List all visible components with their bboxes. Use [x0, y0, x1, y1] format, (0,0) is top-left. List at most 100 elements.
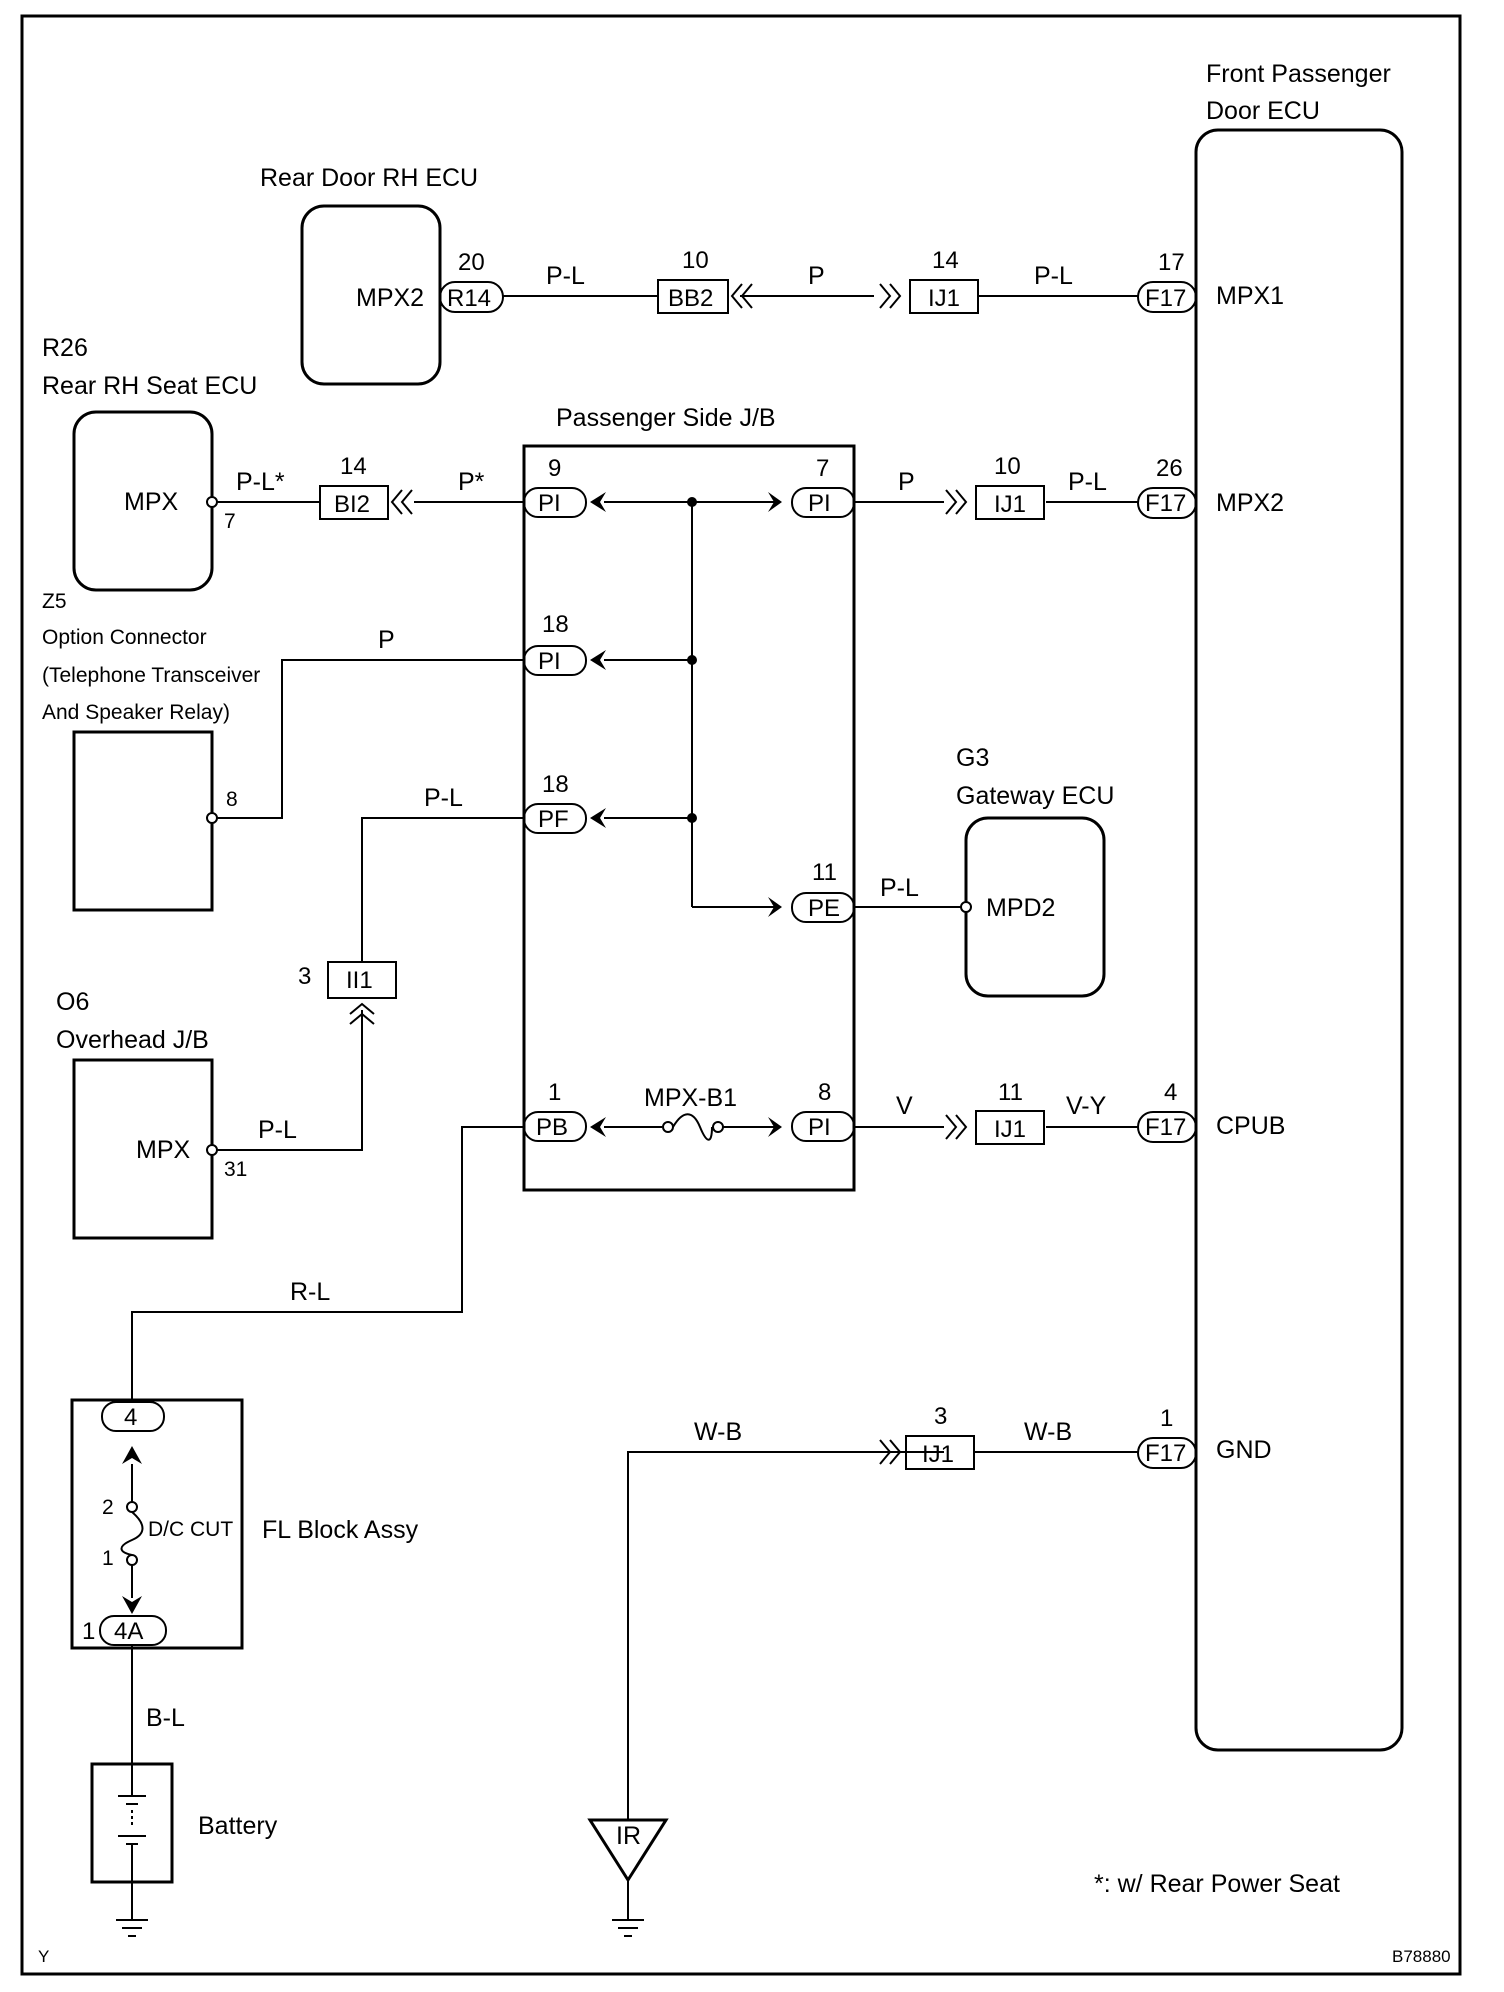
wire-color-label: P-L*: [236, 468, 285, 496]
connector-ii1-pin: 3: [298, 963, 311, 990]
gateway-ecu-pin: MPD2: [986, 894, 1055, 922]
passenger-side-jb-title: Passenger Side J/B: [556, 404, 776, 432]
connector-f17-4-pin: 4: [1164, 1079, 1177, 1106]
connector-pb-1: PB 1: [523, 1079, 606, 1142]
connector-pi-9-name: PI: [538, 490, 561, 517]
connector-pi-18: PI 18: [523, 611, 606, 676]
connector-f17-26-name: F17: [1145, 490, 1186, 517]
front-passenger-door-ecu-title-2: Door ECU: [1206, 97, 1320, 125]
wire-color-label: P*: [458, 468, 485, 496]
wire-color-label: P-L: [424, 784, 463, 812]
fl-block-bottom-conn: 4A: [114, 1618, 143, 1645]
ground-ir-label: IR: [616, 1822, 641, 1850]
fl-block-fuse-pin-2: 2: [102, 1496, 114, 1519]
option-connector-title-1: Option Connector: [42, 626, 207, 649]
connector-ij1-14-pin: 14: [932, 247, 959, 274]
connector-ii1: II1 3: [298, 961, 397, 1025]
wire-color-label: B-L: [146, 1704, 185, 1732]
corner-code-right: B78880: [1392, 1947, 1451, 1966]
connector-f17-4: F17 4: [1137, 1079, 1197, 1143]
connector-bi2: BI2 14: [319, 453, 413, 520]
rear-rh-seat-ecu-pin: MPX: [124, 488, 179, 516]
connector-pi-18-name: PI: [538, 648, 561, 675]
option-connector-title-2: (Telephone Transceiver: [42, 664, 260, 687]
connector-ij1-10-pin: 10: [994, 453, 1021, 480]
connector-bb2: BB2 10: [657, 247, 753, 314]
connector-bi2-name: BI2: [334, 491, 370, 518]
connector-pe-11-name: PE: [808, 895, 840, 922]
rear-door-rh-ecu-title: Rear Door RH ECU: [260, 164, 478, 192]
connector-pi-8-name: PI: [808, 1114, 831, 1141]
ecu-pin-mpx1: MPX1: [1216, 282, 1284, 310]
option-connector-code: Z5: [42, 590, 67, 613]
connector-f17-1: F17 1: [1137, 1405, 1197, 1469]
connector-pe-11-pin: 11: [812, 859, 837, 886]
connector-ij1-10-name: IJ1: [994, 491, 1026, 518]
connector-f17-17: F17 17: [1137, 249, 1197, 313]
connector-ij1-10: IJ1 10: [945, 453, 1045, 520]
connector-r14-name: R14: [447, 285, 491, 312]
connector-ij1-14: IJ1 14: [879, 247, 979, 314]
battery: Battery: [90, 1762, 278, 1920]
overhead-jb-title: Overhead J/B: [56, 1026, 209, 1054]
passenger-side-jb: Passenger Side J/B: [522, 404, 856, 1192]
connector-pf-18-pin: 18: [542, 771, 569, 798]
fl-block-top-conn: 4: [124, 1404, 137, 1431]
fl-block-assy: 4 4A 1 2 1 D/C CUT FL Block Assy: [70, 1398, 419, 1650]
wire-color-label: P: [898, 468, 915, 496]
ecu-pin-cpub: CPUB: [1216, 1112, 1285, 1140]
battery-title: Battery: [198, 1812, 278, 1840]
connector-pi-9: PI 9: [523, 455, 606, 518]
rear-rh-seat-ecu-title: Rear RH Seat ECU: [42, 372, 257, 400]
overhead-jb-pin: MPX: [136, 1136, 191, 1164]
rear-rh-seat-ecu: R26 Rear RH Seat ECU MPX 7: [42, 334, 257, 592]
option-connector-pin-no: 8: [226, 788, 238, 811]
connector-ij1-3-name: IJ1: [922, 1441, 954, 1468]
connector-pi-8: PI 8: [768, 1079, 855, 1142]
wire-color-label: P: [378, 626, 395, 654]
connector-pi-7: PI 7: [768, 455, 855, 518]
wire-color-label: W-B: [1024, 1418, 1072, 1446]
connector-pi-7-pin: 7: [816, 455, 829, 482]
page-frame: [20, 14, 1462, 1976]
connector-pf-18-name: PF: [538, 806, 569, 833]
wire-color-label: P-L: [258, 1116, 297, 1144]
ground-ir: IR: [587, 1818, 669, 1937]
fl-block-assy-title: FL Block Assy: [262, 1516, 419, 1544]
connector-pf-18: PF 18: [523, 771, 606, 834]
wire-color-label: P-L: [1068, 468, 1107, 496]
footnote: *: w/ Rear Power Seat: [1094, 1870, 1340, 1898]
fuse-mpx-b1-label: MPX-B1: [644, 1084, 737, 1112]
connector-pi-9-pin: 9: [548, 455, 561, 482]
connector-ij1-11: IJ1 11: [945, 1079, 1045, 1145]
ground-symbol: [116, 1919, 148, 1937]
overhead-jb-code: O6: [56, 988, 89, 1016]
connector-r14-pin: 20: [458, 249, 485, 276]
gateway-ecu-code: G3: [956, 744, 989, 772]
fuse-mpx-b1: MPX-B1: [604, 1084, 778, 1141]
connector-f17-1-name: F17: [1145, 1440, 1186, 1467]
connector-r14: R14 20: [439, 249, 504, 313]
front-passenger-door-ecu: Front Passenger Door ECU MPX1 MPX2 CPUB …: [1194, 60, 1404, 1752]
fl-block-fuse-pin-1: 1: [102, 1547, 114, 1570]
connector-ij1-11-name: IJ1: [994, 1116, 1026, 1143]
wire-color-label: P: [808, 262, 825, 290]
fl-block-bottom-pin: 1: [82, 1618, 95, 1645]
option-connector: Z5 Option Connector (Telephone Transceiv…: [42, 590, 260, 912]
front-passenger-door-ecu-title-1: Front Passenger: [1206, 60, 1391, 88]
wire-color-label: R-L: [290, 1278, 330, 1306]
connector-bb2-pin: 10: [682, 247, 709, 274]
wire-color-label: P-L: [1034, 262, 1073, 290]
connector-ii1-name: II1: [346, 967, 373, 994]
connector-pb-1-name: PB: [536, 1114, 568, 1141]
connector-ij1-14-name: IJ1: [928, 285, 960, 312]
rear-door-rh-ecu: Rear Door RH ECU MPX2: [260, 164, 478, 386]
ecu-pin-gnd: GND: [1216, 1436, 1272, 1464]
overhead-jb: O6 Overhead J/B MPX 31: [56, 988, 247, 1240]
connector-pi-8-pin: 8: [818, 1079, 831, 1106]
wire-color-label: P-L: [546, 262, 585, 290]
ecu-pin-mpx2: MPX2: [1216, 489, 1284, 517]
connector-pi-7-name: PI: [808, 490, 831, 517]
connector-f17-26-pin: 26: [1156, 455, 1183, 482]
